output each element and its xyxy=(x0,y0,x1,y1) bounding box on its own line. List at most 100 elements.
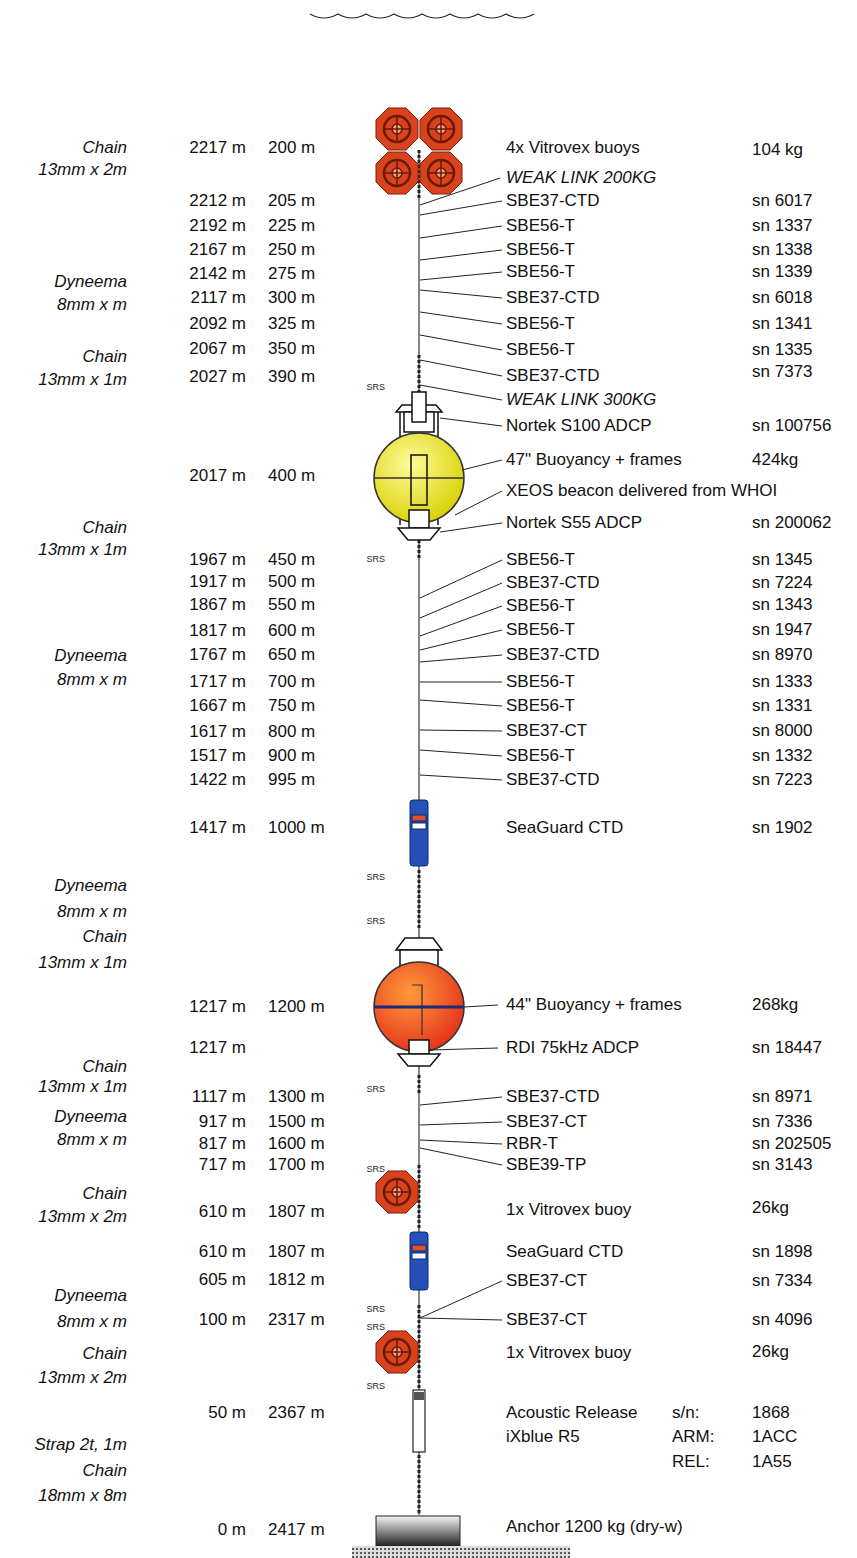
instrument-label: SBE37-CT xyxy=(506,1272,587,1291)
height-above-seabed: 1767 m xyxy=(189,646,246,665)
line-segment-label: 8mm x m xyxy=(57,671,127,690)
instrument-label: RDI 75kHz ADCP xyxy=(506,1039,639,1058)
line-segment-label: 18mm x 8m xyxy=(38,1487,127,1506)
srs-marker: SRS xyxy=(366,1165,385,1175)
instrument-label: SBE56-T xyxy=(506,341,575,360)
height-above-seabed: 1217 m xyxy=(189,1039,246,1058)
instrument-label: SBE56-T xyxy=(506,241,575,260)
instrument-label: WEAK LINK 200KG xyxy=(506,169,656,188)
srs-marker: SRS xyxy=(366,1323,385,1333)
line-segment-label: Dyneema xyxy=(54,273,127,292)
height-above-seabed: 605 m xyxy=(199,1271,246,1290)
height-above-seabed: 50 m xyxy=(208,1404,246,1423)
instrument-label: SBE56-T xyxy=(506,621,575,640)
depth-value: 1807 m xyxy=(268,1203,325,1222)
height-above-seabed: 1667 m xyxy=(189,697,246,716)
instrument-label: WEAK LINK 300KG xyxy=(506,391,656,410)
instrument-label: SBE56-T xyxy=(506,263,575,282)
serial-number: sn 4096 xyxy=(752,1311,813,1330)
line-segment-label: 8mm x m xyxy=(57,903,127,922)
serial-number: sn 7224 xyxy=(752,574,813,593)
depth-value: 205 m xyxy=(268,192,315,211)
serial-number: sn 3143 xyxy=(752,1156,813,1175)
line-segment-label: 13mm x 1m xyxy=(38,541,127,560)
release-code: 1A55 xyxy=(752,1453,792,1472)
srs-marker: SRS xyxy=(366,555,385,565)
release-code: ARM: xyxy=(672,1428,715,1447)
srs-marker: SRS xyxy=(366,917,385,927)
line-segment-label: Chain xyxy=(83,519,127,538)
depth-value: 1700 m xyxy=(268,1156,325,1175)
height-above-seabed: 0 m xyxy=(218,1521,246,1540)
serial-number: sn 7334 xyxy=(752,1272,813,1291)
height-above-seabed: 2092 m xyxy=(189,315,246,334)
serial-number: sn 1337 xyxy=(752,217,813,236)
serial-number: sn 8000 xyxy=(752,722,813,741)
instrument-label: 44" Buoyancy + frames xyxy=(506,996,682,1015)
serial-number: sn 18447 xyxy=(752,1039,822,1058)
srs-marker: SRS xyxy=(366,1085,385,1095)
instrument-label: SBE37-CT xyxy=(506,1113,587,1132)
instrument-label: 47" Buoyancy + frames xyxy=(506,451,682,470)
instrument-label: SBE56-T xyxy=(506,551,575,570)
height-above-seabed: 717 m xyxy=(199,1156,246,1175)
serial-number: sn 1341 xyxy=(752,315,813,334)
height-above-seabed: 1917 m xyxy=(189,573,246,592)
serial-number: 26kg xyxy=(752,1343,789,1362)
line-segment-label: Chain xyxy=(83,1345,127,1364)
instrument-label: XEOS beacon delivered from WHOI xyxy=(506,482,777,501)
line-segment-label: 8mm x m xyxy=(57,1131,127,1150)
srs-marker: SRS xyxy=(366,1382,385,1392)
depth-value: 1000 m xyxy=(268,819,325,838)
height-above-seabed: 1422 m xyxy=(189,771,246,790)
srs-marker: SRS xyxy=(366,383,385,393)
line-segment-label: Chain xyxy=(83,348,127,367)
serial-number: sn 1898 xyxy=(752,1243,813,1262)
srs-marker: SRS xyxy=(366,1305,385,1315)
depth-value: 400 m xyxy=(268,467,315,486)
height-above-seabed: 610 m xyxy=(199,1243,246,1262)
instrument-label: SBE37-CTD xyxy=(506,771,600,790)
height-above-seabed: 2027 m xyxy=(189,368,246,387)
serial-number: sn 1331 xyxy=(752,697,813,716)
instrument-label: 1x Vitrovex buoy xyxy=(506,1344,631,1363)
height-above-seabed: 1867 m xyxy=(189,596,246,615)
line-segment-label: 13mm x 1m xyxy=(38,1078,127,1097)
instrument-label: Nortek S55 ADCP xyxy=(506,514,642,533)
height-above-seabed: 100 m xyxy=(199,1311,246,1330)
instrument-label: SBE56-T xyxy=(506,217,575,236)
line-segment-label: Dyneema xyxy=(54,647,127,666)
height-above-seabed: 1817 m xyxy=(189,622,246,641)
height-above-seabed: 2192 m xyxy=(189,217,246,236)
serial-number: sn 202505 xyxy=(752,1135,831,1154)
instrument-label: Nortek S100 ADCP xyxy=(506,417,652,436)
line-segment-label: Dyneema xyxy=(54,1108,127,1127)
serial-number: sn 1335 xyxy=(752,341,813,360)
instrument-label: 1x Vitrovex buoy xyxy=(506,1201,631,1220)
serial-number: 26kg xyxy=(752,1199,789,1218)
depth-value: 1300 m xyxy=(268,1088,325,1107)
instrument-label: RBR-T xyxy=(506,1135,558,1154)
line-segment-label: Dyneema xyxy=(54,1287,127,1306)
instrument-label: SBE39-TP xyxy=(506,1156,586,1175)
instrument-label: SBE37-CTD xyxy=(506,646,600,665)
instrument-label: SBE37-CT xyxy=(506,1311,587,1330)
depth-value: 225 m xyxy=(268,217,315,236)
serial-number: 268kg xyxy=(752,996,798,1015)
depth-value: 1600 m xyxy=(268,1135,325,1154)
depth-value: 650 m xyxy=(268,646,315,665)
serial-number: 424kg xyxy=(752,451,798,470)
depth-value: 200 m xyxy=(268,139,315,158)
line-segment-label: 8mm x m xyxy=(57,1313,127,1332)
line-segment-label: Chain xyxy=(83,1058,127,1077)
serial-number: 104 kg xyxy=(752,141,803,160)
line-segment-label: Chain xyxy=(83,928,127,947)
height-above-seabed: 2117 m xyxy=(191,289,246,308)
instrument-label: SBE37-CTD xyxy=(506,574,600,593)
instrument-label: SBE37-CTD xyxy=(506,289,600,308)
depth-value: 1200 m xyxy=(268,998,325,1017)
depth-value: 500 m xyxy=(268,573,315,592)
instrument-label: SeaGuard CTD xyxy=(506,1243,623,1262)
instrument-label: iXblue R5 xyxy=(506,1428,580,1447)
